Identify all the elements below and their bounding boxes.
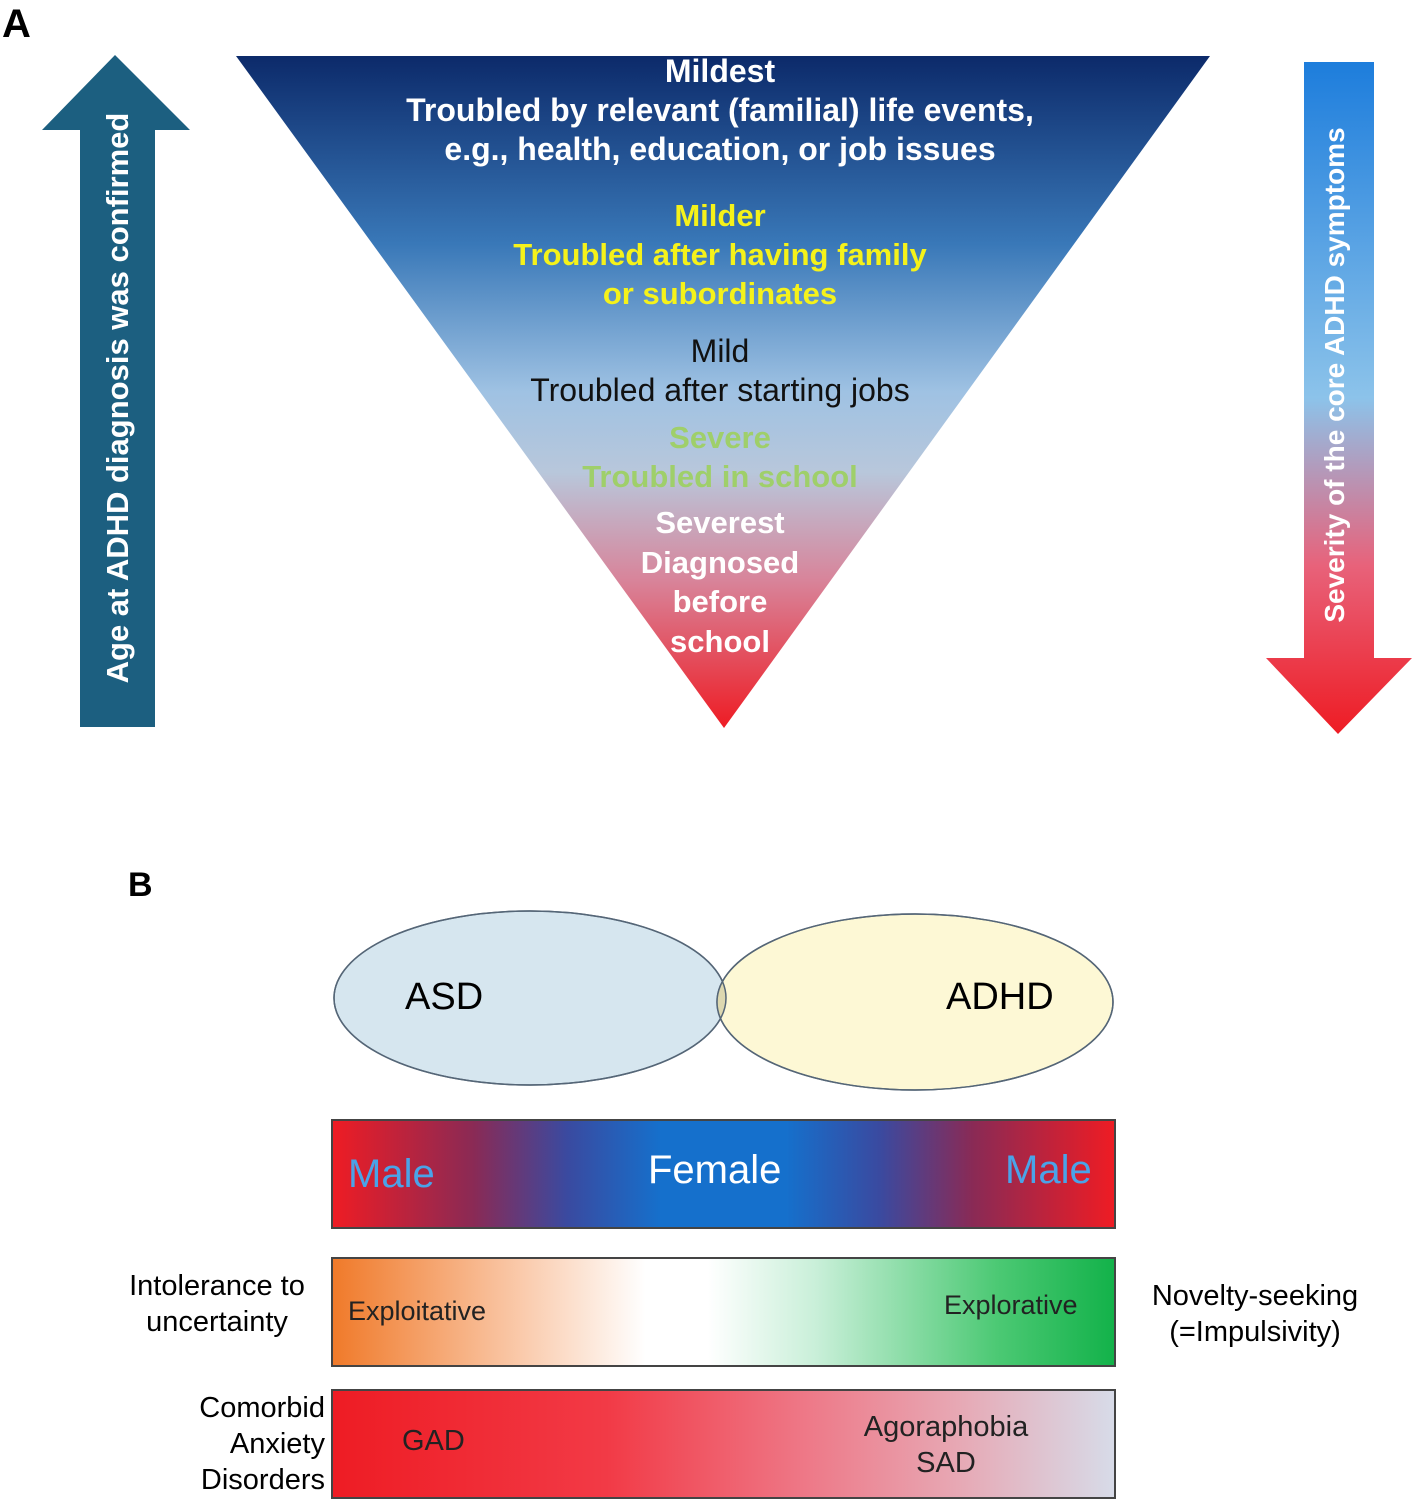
- sex-distribution-bar: [331, 1119, 1116, 1229]
- intolerance-label: Intolerance to uncertainty: [129, 1270, 305, 1338]
- novelty-seeking-label: Novelty-seeking (=Impulsivity): [1151, 1280, 1359, 1348]
- asd-ellipse: [333, 910, 727, 1086]
- sex-right-male: Male: [1005, 1148, 1092, 1192]
- level-severe: Severe Troubled in school: [582, 420, 858, 494]
- exploration-bar: [331, 1257, 1116, 1367]
- agoraphobia-sad-text: Agoraphobia SAD: [863, 1411, 1029, 1479]
- anxiety-bar: [331, 1389, 1116, 1499]
- panel-b-label: B: [128, 866, 153, 904]
- sex-female: Female: [648, 1148, 782, 1192]
- sex-left-male: Male: [348, 1152, 435, 1196]
- level-mildest: Mildest Troubled by relevant (familial) …: [406, 53, 1034, 167]
- explorative-text: Explorative: [944, 1290, 1078, 1320]
- level-milder: Milder Troubled after having family or s…: [513, 198, 927, 311]
- exploitative-text: Exploitative: [348, 1296, 487, 1326]
- panel-a-label: A: [2, 2, 31, 46]
- gad-text: GAD: [402, 1425, 465, 1457]
- venn-diagram: [333, 910, 1114, 1091]
- level-severest: Severest Diagnosed before school: [640, 505, 800, 659]
- venn-asd-label: ASD: [405, 976, 484, 1018]
- severity-arrow: [1266, 62, 1412, 734]
- venn-adhd-label: ADHD: [946, 976, 1054, 1018]
- comorbid-anxiety-label: Comorbid Anxiety Disorders: [199, 1392, 325, 1496]
- severity-triangle: [236, 56, 1210, 728]
- age-arrow: [42, 55, 190, 727]
- level-mild: Mild Troubled after starting jobs: [530, 333, 910, 408]
